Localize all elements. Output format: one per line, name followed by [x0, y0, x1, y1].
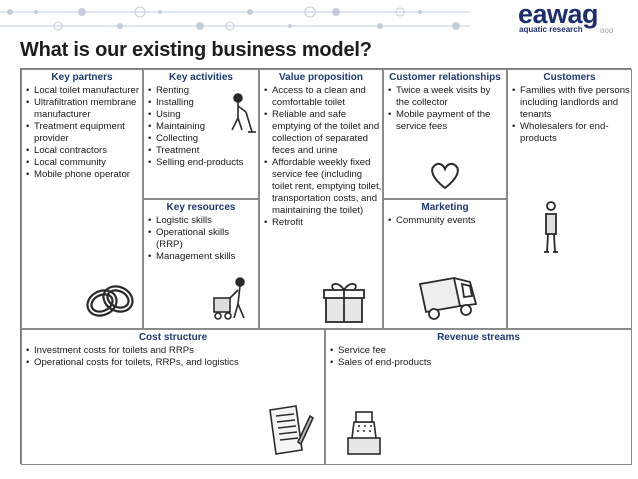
key-activities-title: Key activities: [169, 72, 233, 83]
list-item: Access to a clean and comfortable toilet: [264, 85, 382, 109]
customer-relationships-cell: Customer relationships Twice a week visi…: [383, 69, 507, 199]
logo-suffix: ooo: [600, 26, 614, 35]
eawag-logo: eawag aquatic research ooo: [518, 0, 636, 36]
list-item: Service fee: [330, 345, 631, 357]
marketing-list: Community events: [388, 215, 506, 227]
list-item: Treatment equipment provider: [26, 121, 142, 145]
delivery-truck-icon: [418, 276, 478, 320]
value-proposition-title: Value proposition: [279, 72, 363, 83]
list-item: Affordable weekly fixed service fee (inc…: [264, 157, 382, 217]
key-activities-cell: Key activities Renting Installing Using …: [143, 69, 259, 199]
key-partners-cell: Key partners Local toilet manufacturer U…: [21, 69, 143, 329]
list-item: Maintaining: [148, 121, 258, 133]
customers-list: Families with five persons including lan…: [512, 85, 631, 145]
logo-wordmark: eawag: [518, 0, 599, 29]
value-proposition-cell: Value proposition Access to a clean and …: [259, 69, 383, 329]
marketing-cell: Marketing Community events: [383, 199, 507, 329]
list-item: Mobile payment of the service fees: [388, 109, 506, 133]
list-item: Mobile phone operator: [26, 169, 142, 181]
worker-with-cart-icon: [213, 277, 245, 320]
list-item: Wholesalers for end-products: [512, 121, 631, 145]
interlocked-rings-icon: [86, 285, 134, 317]
list-item: Treatment: [148, 145, 258, 157]
customers-cell: Customers Families with five persons inc…: [507, 69, 632, 329]
revenue-streams-list: Service fee Sales of end-products: [330, 345, 631, 369]
customer-relationships-list: Twice a week visits by the collector Mob…: [388, 85, 506, 133]
list-item: Ultrafiltration membrane manufacturer: [26, 97, 142, 121]
marketing-title: Marketing: [421, 202, 469, 213]
cost-structure-title: Cost structure: [138, 332, 208, 343]
revenue-streams-cell: Revenue streams Service fee Sales of end…: [325, 329, 632, 465]
customers-title: Customers: [543, 72, 596, 83]
list-item: Retrofit: [264, 217, 382, 229]
key-partners-list: Local toilet manufacturer Ultrafiltratio…: [26, 85, 142, 181]
dotted-lines-decoration: [0, 6, 470, 31]
list-item: Renting: [148, 85, 258, 97]
list-item: Investment costs for toilets and RRPs: [26, 345, 324, 357]
list-item: Management skills: [148, 251, 258, 263]
list-item: Collecting: [148, 133, 258, 145]
list-item: Operational skills (RRP): [148, 227, 258, 251]
key-activities-list: Renting Installing Using Maintaining Col…: [148, 85, 258, 169]
list-item: Operational costs for toilets, RRPs, and…: [26, 357, 324, 369]
list-with-pen-icon: [269, 405, 314, 455]
gift-box-icon: [323, 283, 365, 323]
key-partners-title: Key partners: [51, 72, 113, 83]
list-item: Logistic skills: [148, 215, 258, 227]
list-item: Local toilet manufacturer: [26, 85, 142, 97]
list-item: Local contractors: [26, 145, 142, 157]
cost-structure-list: Investment costs for toilets and RRPs Op…: [26, 345, 324, 369]
list-item: Local community: [26, 157, 142, 169]
cost-structure-cell: Cost structure Investment costs for toil…: [21, 329, 325, 465]
logo-subtitle: aquatic research: [519, 25, 583, 34]
key-resources-cell: Key resources Logistic skills Operationa…: [143, 199, 259, 329]
list-item: Twice a week visits by the collector: [388, 85, 506, 109]
slide-title: What is our existing business model?: [20, 39, 372, 61]
list-item: Community events: [388, 215, 506, 227]
list-item: Installing: [148, 97, 258, 109]
top-decoration-bar: [0, 0, 638, 38]
list-item: Using: [148, 109, 258, 121]
person-icon: [544, 201, 558, 253]
list-item: Families with five persons including lan…: [512, 85, 631, 121]
list-item: Reliable and safe emptying of the toilet…: [264, 109, 382, 157]
value-proposition-list: Access to a clean and comfortable toilet…: [264, 85, 382, 229]
customer-relationships-title: Customer relationships: [389, 72, 501, 83]
cash-register-icon: [347, 411, 381, 455]
heart-icon: [431, 162, 459, 190]
worker-sweeping-icon: [231, 93, 256, 133]
key-resources-list: Logistic skills Operational skills (RRP)…: [148, 215, 258, 263]
revenue-streams-title: Revenue streams: [437, 332, 520, 343]
business-model-canvas: Key partners Local toilet manufacturer U…: [20, 68, 632, 465]
key-resources-title: Key resources: [166, 202, 236, 213]
list-item: Sales of end-products: [330, 357, 631, 369]
list-item: Selling end-products: [148, 157, 258, 169]
